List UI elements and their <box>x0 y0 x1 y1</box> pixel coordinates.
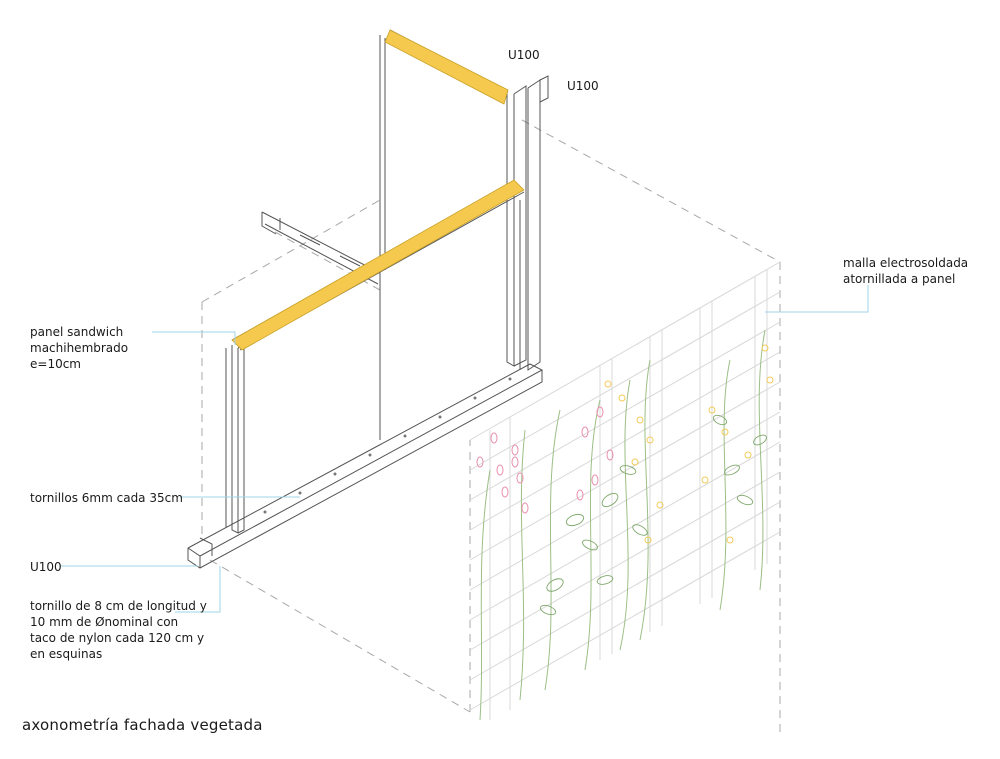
yellow-flowers <box>604 344 774 544</box>
anchor-label-line-4: en esquinas <box>30 647 103 661</box>
welded-mesh <box>469 261 781 720</box>
u100-label-top-right: U100 <box>567 79 599 93</box>
panel-label-line-1: panel sandwich <box>30 325 124 339</box>
mesh-label: malla electrosoldada atornillada a panel <box>843 255 968 287</box>
panel-label-line-2: machihembrado <box>30 341 129 355</box>
panel-leader <box>152 331 236 345</box>
mesh-label-line-2: atornillada a panel <box>843 272 956 286</box>
anchor-label-line-1: tornillo de 8 cm de longitud y <box>30 599 207 613</box>
panel-label: panel sandwich machihembrado e=10cm <box>30 324 128 372</box>
anchor-label-line-2: 10 mm de Ønominal con <box>30 615 179 629</box>
drawing-title: axonometría fachada vegetada <box>22 716 263 734</box>
pink-flowers <box>476 406 614 514</box>
leader-lines <box>60 285 869 613</box>
screw-marks <box>263 377 512 514</box>
plant-leaves <box>539 414 767 616</box>
u100-label-bottom: U100 <box>30 560 62 574</box>
mesh-label-line-1: malla electrosoldada <box>843 256 969 270</box>
screws-label: tornillos 6mm cada 35cm <box>30 491 183 505</box>
u100-label-top-left: U100 <box>508 48 540 62</box>
panel-structure <box>187 29 549 569</box>
mesh-leader <box>765 285 869 313</box>
anchor-leader <box>175 566 221 613</box>
anchor-label: tornillo de 8 cm de longitud y 10 mm de … <box>30 598 207 662</box>
panel-label-line-3: e=10cm <box>30 357 81 371</box>
sandwich-panel-edges <box>231 29 525 351</box>
plant-stems <box>479 329 766 721</box>
anchor-label-line-3: taco de nylon cada 120 cm y <box>30 631 205 645</box>
